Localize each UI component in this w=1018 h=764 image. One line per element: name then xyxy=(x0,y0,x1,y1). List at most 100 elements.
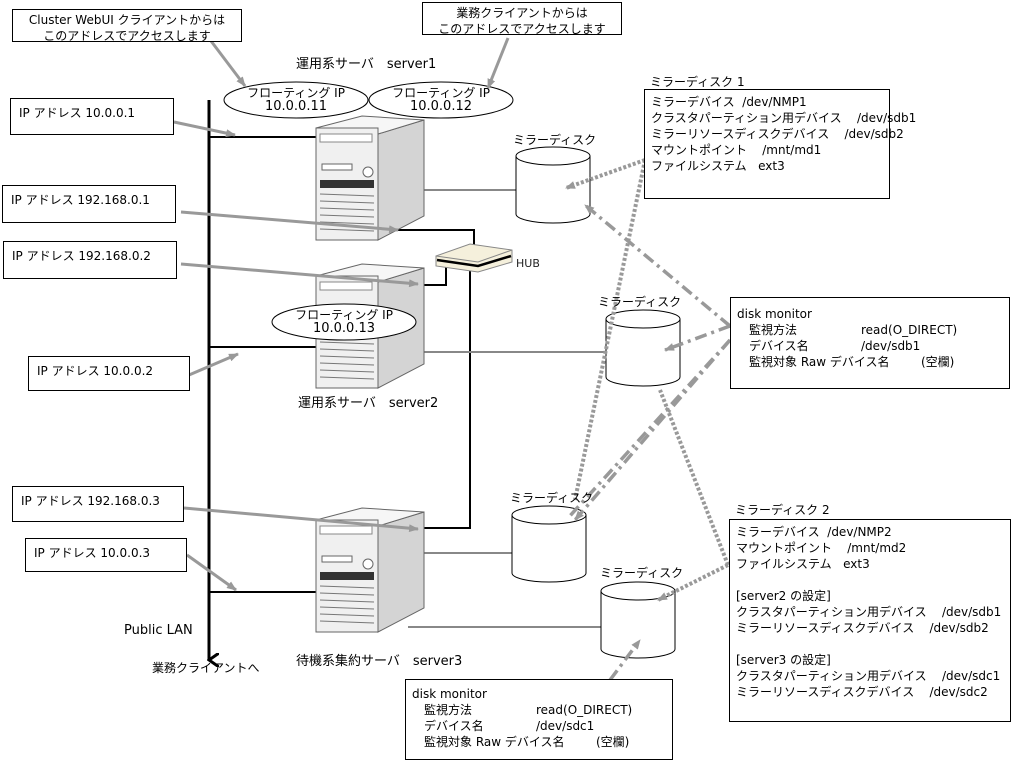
ip-label-text: IP アドレス 192.168.0.3 xyxy=(21,494,160,508)
disk-monitor-1-box: disk monitor 監視方法 read(O_DIRECT) デバイス名/de… xyxy=(730,297,1010,389)
dm1-row: 監視対象 Raw デバイス名 (空欄) xyxy=(737,354,1003,370)
dm1-title: disk monitor xyxy=(737,307,812,321)
ip-label-text: IP アドレス 192.168.0.1 xyxy=(11,193,150,207)
ip-arrow-6 xyxy=(186,553,237,592)
mirror-disk-2-title: ミラーディスク 2 xyxy=(735,503,830,517)
floating-ip-ellipse-1 xyxy=(223,81,369,119)
mirror-disk-2-box: ミラーデバイス /dev/NMP2 マウントポイント /mnt/md2 ファイル… xyxy=(729,519,1011,722)
floating-ip-2-title: フローティング IP xyxy=(392,86,490,100)
md2-line: [server3 の設定] xyxy=(736,653,831,667)
dm2-key: 監視対象 Raw デバイス名 xyxy=(424,735,565,749)
md2-line xyxy=(736,572,1004,588)
md1-to-disk2 xyxy=(573,159,647,501)
public-lan-label: Public LAN xyxy=(124,623,193,638)
floating-ip-1-address: 10.0.0.11 xyxy=(264,99,328,114)
dm1-row: デバイス名/dev/sdb1 xyxy=(737,338,1003,354)
ip-label-192-168-0-1: IP アドレス 192.168.0.1 xyxy=(2,185,176,223)
floating-ip-2-address: 10.0.0.12 xyxy=(409,99,473,114)
md2-to-disk-mid xyxy=(658,389,730,566)
disk-monitor-2-box: disk monitor 監視方法 read(O_DIRECT) デバイス名/de… xyxy=(405,679,673,760)
md2-line: クラスタパーティション用デバイス /dev/sdb1 xyxy=(736,605,1002,619)
md2-line: ファイルシステム ext3 xyxy=(736,557,870,571)
md2-line: [server2 の設定] xyxy=(736,589,831,603)
dm2-value: /dev/sdc1 xyxy=(536,719,595,733)
dm2-key: 監視方法 xyxy=(424,703,473,717)
dm1-to-disk1 xyxy=(583,203,732,328)
server2-label: 運用系サーバ server2 xyxy=(298,396,439,411)
floating-ip-2: フローティング IP 10.0.0.12 xyxy=(377,86,505,114)
dm2-row: 監視方法 read(O_DIRECT) xyxy=(412,702,666,718)
ip-label-192-168-0-2: IP アドレス 192.168.0.2 xyxy=(3,241,177,279)
dm1-row: 監視方法 read(O_DIRECT) xyxy=(737,322,1003,338)
md1-line: マウントポイント /mnt/md1 xyxy=(651,143,822,157)
server3-tower-icon xyxy=(315,507,425,633)
mirror-disk-3-icon xyxy=(511,505,587,583)
dm2-value: (空欄) xyxy=(596,735,630,749)
floating-ip-3-title: フローティング IP xyxy=(295,308,393,322)
disk-label-3: ミラーディスク xyxy=(510,491,594,505)
interconnect-server3 xyxy=(424,268,471,529)
dm1-key: デバイス名 xyxy=(749,339,809,353)
dm2-title: disk monitor xyxy=(412,687,487,701)
callout-webui-line2: このアドレスでアクセスします xyxy=(43,29,211,43)
ip-label-192-168-0-3: IP アドレス 192.168.0.3 xyxy=(12,486,184,522)
floating-ip-1-title: フローティング IP xyxy=(247,86,345,100)
md2-line: マウントポイント /mnt/md2 xyxy=(736,541,907,555)
ip-arrow-5 xyxy=(183,506,419,533)
ip-label-text: IP アドレス 10.0.0.2 xyxy=(37,364,154,378)
mirror-disk-1-title: ミラーディスク 1 xyxy=(650,75,745,89)
disk-label-4: ミラーディスク xyxy=(600,566,684,580)
disk-label-1: ミラーディスク xyxy=(513,133,597,147)
md2-line: クラスタパーティション用デバイス /dev/sdc1 xyxy=(736,669,1001,683)
callout-arrow-webui xyxy=(206,36,247,87)
md1-line: ファイルシステム ext3 xyxy=(651,159,785,173)
dm1-value: read(O_DIRECT) xyxy=(861,323,958,337)
dm1-key: 監視方法 xyxy=(749,323,798,337)
dm2-row: デバイス名/dev/sdc1 xyxy=(412,718,666,734)
callout-webui: Cluster WebUI クライアントからは このアドレスでアクセスします xyxy=(12,9,242,43)
callout-business-line1: 業務クライアントからは xyxy=(456,6,588,20)
callout-webui-line1: Cluster WebUI クライアントからは xyxy=(28,13,226,27)
hub-label: HUB xyxy=(516,257,540,270)
ip-label-10-0-0-1: IP アドレス 10.0.0.1 xyxy=(10,98,174,135)
ip-arrow-2 xyxy=(180,210,399,234)
to-clients-label: 業務クライアントへ xyxy=(152,661,260,675)
ip-arrow-3 xyxy=(180,262,419,288)
ip-label-10-0-0-2: IP アドレス 10.0.0.2 xyxy=(28,356,190,391)
hub-icon xyxy=(435,243,513,273)
floating-ip-ellipse-2 xyxy=(368,81,514,119)
dm2-to-disk4 xyxy=(608,638,642,682)
server1-tower-icon xyxy=(315,115,425,241)
server3-label: 待機系集約サーバ server3 xyxy=(296,654,463,669)
dm1-to-disk3 xyxy=(573,338,732,522)
mirror-disk-4-icon xyxy=(600,581,676,659)
dm2-value: read(O_DIRECT) xyxy=(536,703,633,717)
interconnect-server1 xyxy=(398,229,475,246)
md2-line xyxy=(736,636,1004,652)
ip-label-text: IP アドレス 10.0.0.3 xyxy=(34,546,151,560)
floating-ip-3-address: 10.0.0.13 xyxy=(312,321,376,336)
md2-to-disk3 xyxy=(657,563,729,602)
floating-ip-3: フローティング IP 10.0.0.13 xyxy=(280,308,408,336)
ip-arrow-4 xyxy=(188,352,239,377)
callout-business: 業務クライアントからは このアドレスでアクセスします xyxy=(422,2,622,36)
interconnect-server2 xyxy=(424,266,447,286)
md1-to-disk1 xyxy=(565,158,646,190)
callout-arrow-business xyxy=(486,37,510,89)
md1-line: ミラーデバイス /dev/NMP1 xyxy=(651,95,807,109)
dm2-row: 監視対象 Raw デバイス名 (空欄) xyxy=(412,734,666,750)
md1-line: クラスタパーティション用デバイス /dev/sdb1 xyxy=(651,111,917,125)
dm1-value: /dev/sdb1 xyxy=(861,339,921,353)
md1-line: ミラーリソースディスクデバイス /dev/sdb2 xyxy=(651,127,904,141)
ip-label-text: IP アドレス 10.0.0.1 xyxy=(19,106,136,120)
server1-label: 運用系サーバ server1 xyxy=(296,57,437,72)
dm1-key: 監視対象 Raw デバイス名 xyxy=(749,355,890,369)
floating-ip-1: フローティング IP 10.0.0.11 xyxy=(232,86,360,114)
md2-line: ミラーデバイス /dev/NMP2 xyxy=(736,525,892,539)
dm1-value: (空欄) xyxy=(921,355,955,369)
ip-label-10-0-0-3: IP アドレス 10.0.0.3 xyxy=(25,538,187,572)
dm2-key: デバイス名 xyxy=(424,719,484,733)
mirror-disk-1-icon xyxy=(515,146,591,224)
dm1-to-disk-mid xyxy=(566,338,732,520)
